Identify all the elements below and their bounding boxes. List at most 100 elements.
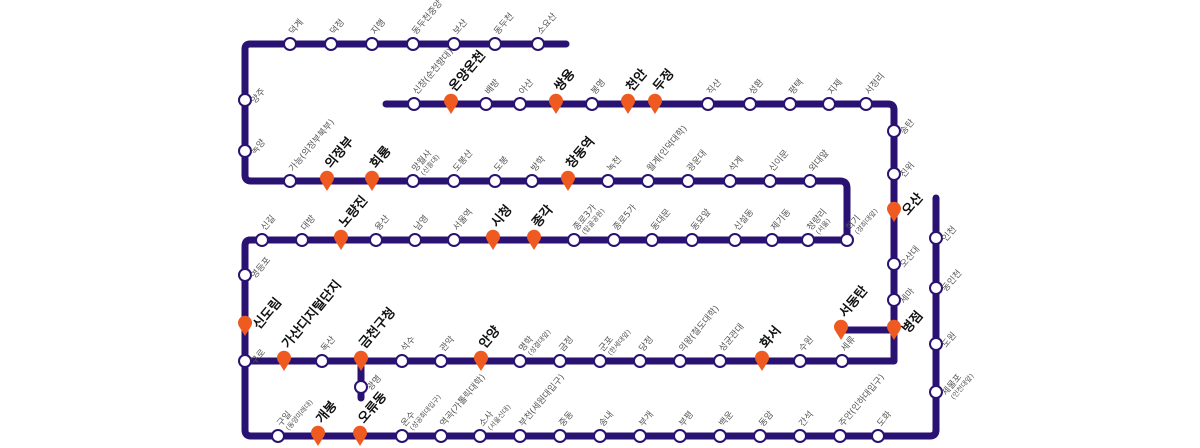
station-dot[interactable] bbox=[633, 429, 647, 443]
station-label: 독산 bbox=[319, 334, 338, 354]
station-dot[interactable] bbox=[315, 354, 329, 368]
station-dot[interactable] bbox=[801, 233, 815, 247]
station-dot[interactable] bbox=[887, 257, 901, 271]
station-dot[interactable] bbox=[859, 97, 873, 111]
station-dot[interactable] bbox=[238, 268, 252, 282]
station-dot[interactable] bbox=[479, 97, 493, 111]
station-dot[interactable] bbox=[473, 429, 487, 443]
station-dot[interactable] bbox=[585, 97, 599, 111]
station-dot[interactable] bbox=[601, 174, 615, 188]
station-dot[interactable] bbox=[673, 354, 687, 368]
station-dot[interactable] bbox=[723, 174, 737, 188]
station-dot[interactable] bbox=[887, 167, 901, 181]
map-pin-icon bbox=[755, 350, 769, 371]
station-dot[interactable] bbox=[488, 37, 502, 51]
station-dot[interactable] bbox=[887, 293, 901, 307]
station-dot[interactable] bbox=[324, 37, 338, 51]
station-dot[interactable] bbox=[434, 429, 448, 443]
station-label: 남영 bbox=[412, 213, 431, 233]
station-dot[interactable] bbox=[743, 97, 757, 111]
station-dot[interactable] bbox=[929, 231, 943, 245]
station-dot[interactable] bbox=[753, 429, 767, 443]
station-dot[interactable] bbox=[406, 37, 420, 51]
station-dot[interactable] bbox=[840, 233, 854, 247]
station-label: 도원 bbox=[940, 330, 959, 350]
station-dot[interactable] bbox=[369, 233, 383, 247]
station-dot[interactable] bbox=[406, 174, 420, 188]
station-dot[interactable] bbox=[407, 97, 421, 111]
station-dot[interactable] bbox=[283, 174, 297, 188]
station-dot[interactable] bbox=[728, 233, 742, 247]
station-label: 지행 bbox=[368, 17, 388, 37]
station-dot[interactable] bbox=[238, 93, 252, 107]
station-dot[interactable] bbox=[593, 429, 607, 443]
station-dot[interactable] bbox=[553, 354, 567, 368]
station-dot[interactable] bbox=[645, 233, 659, 247]
station-dot[interactable] bbox=[929, 281, 943, 295]
station-dot[interactable] bbox=[783, 97, 797, 111]
station-label: 제기동 bbox=[769, 207, 793, 233]
station-dot[interactable] bbox=[929, 385, 943, 399]
station-dot[interactable] bbox=[531, 37, 545, 51]
station-dot[interactable] bbox=[271, 429, 285, 443]
station-dot[interactable] bbox=[513, 354, 527, 368]
station-dot[interactable] bbox=[803, 174, 817, 188]
map-pin-icon bbox=[334, 229, 348, 250]
station-dot[interactable] bbox=[513, 429, 527, 443]
station-dot[interactable] bbox=[871, 429, 885, 443]
station-dot[interactable] bbox=[887, 124, 901, 138]
station-dot[interactable] bbox=[641, 174, 655, 188]
station-dot[interactable] bbox=[685, 233, 699, 247]
station-label: 도봉산 bbox=[451, 148, 475, 174]
station-dot[interactable] bbox=[447, 233, 461, 247]
station-dot[interactable] bbox=[238, 354, 252, 368]
station-label: 천안 bbox=[623, 66, 651, 95]
station-label: 시청 bbox=[488, 202, 516, 231]
map-pin-icon bbox=[320, 170, 334, 191]
station-dot[interactable] bbox=[673, 429, 687, 443]
station-dot[interactable] bbox=[488, 174, 502, 188]
track-segment bbox=[241, 334, 898, 365]
station-dot[interactable] bbox=[713, 354, 727, 368]
station-dot[interactable] bbox=[593, 354, 607, 368]
station-dot[interactable] bbox=[283, 37, 297, 51]
station-label: 수원 bbox=[797, 334, 816, 354]
station-dot[interactable] bbox=[607, 233, 621, 247]
station-dot[interactable] bbox=[238, 144, 252, 158]
station-dot[interactable] bbox=[553, 429, 567, 443]
station-dot[interactable] bbox=[434, 354, 448, 368]
station-dot[interactable] bbox=[513, 97, 527, 111]
station-dot[interactable] bbox=[833, 429, 847, 443]
station-dot[interactable] bbox=[408, 233, 422, 247]
track-segment bbox=[382, 100, 898, 342]
map-pin-icon bbox=[277, 350, 291, 371]
station-dot[interactable] bbox=[835, 354, 849, 368]
station-dot[interactable] bbox=[793, 429, 807, 443]
station-dot[interactable] bbox=[681, 174, 695, 188]
station-dot[interactable] bbox=[395, 354, 409, 368]
station-dot[interactable] bbox=[354, 380, 368, 394]
station-label: 석수 bbox=[399, 334, 418, 354]
station-dot[interactable] bbox=[822, 97, 836, 111]
station-dot[interactable] bbox=[701, 97, 715, 111]
station-dot[interactable] bbox=[763, 174, 777, 188]
station-dot[interactable] bbox=[447, 174, 461, 188]
map-pin-icon bbox=[527, 229, 542, 250]
station-dot[interactable] bbox=[525, 174, 539, 188]
station-dot[interactable] bbox=[295, 233, 309, 247]
station-label: 인천 bbox=[940, 224, 959, 244]
station-label: 외대앞 bbox=[806, 147, 831, 174]
station-dot[interactable] bbox=[447, 37, 461, 51]
station-gasan[interactable]: 가산디지털단지 bbox=[277, 277, 345, 371]
station-dot[interactable] bbox=[929, 337, 943, 351]
station-dot[interactable] bbox=[793, 354, 807, 368]
station-dot[interactable] bbox=[633, 354, 647, 368]
station-dot[interactable] bbox=[365, 37, 379, 51]
station-dot[interactable] bbox=[567, 233, 581, 247]
station-dot[interactable] bbox=[255, 233, 269, 247]
station-dot[interactable] bbox=[395, 429, 409, 443]
station-label: 병점 bbox=[899, 308, 927, 337]
station-dot[interactable] bbox=[765, 233, 779, 247]
station-dot[interactable] bbox=[713, 429, 727, 443]
station-label: 배방 bbox=[483, 77, 502, 97]
